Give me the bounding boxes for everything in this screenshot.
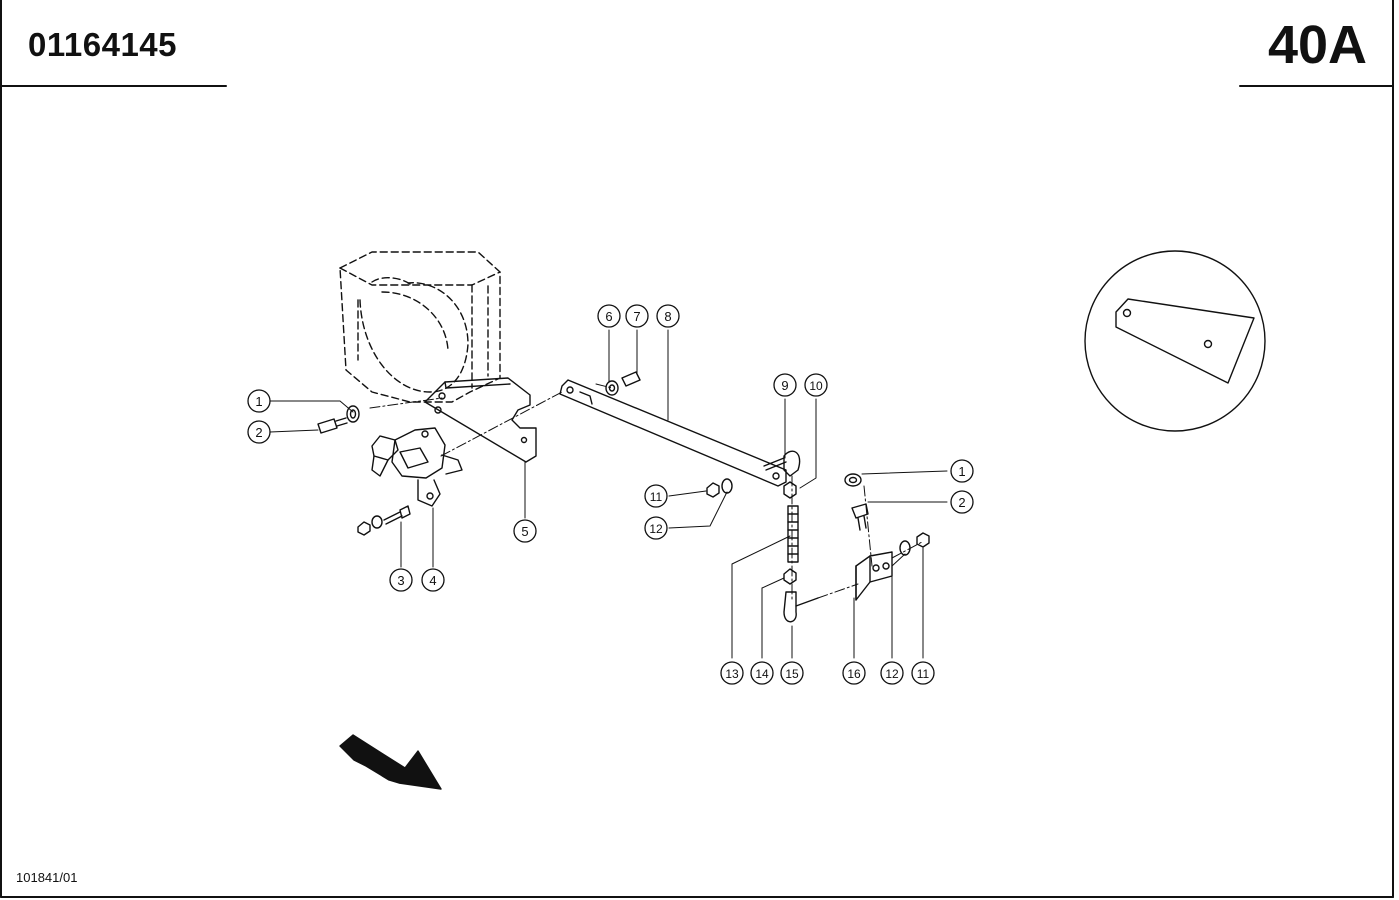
callout-2-right: 2 <box>950 490 974 514</box>
screw-nut-set-3 <box>357 505 411 536</box>
callout-2-left: 2 <box>247 420 271 444</box>
callout-9: 9 <box>773 373 797 397</box>
threaded-rod-13 <box>787 505 799 563</box>
inset-detail <box>1084 250 1266 432</box>
callout-1-left: 1 <box>247 389 271 413</box>
svg-text:4: 4 <box>429 573 436 588</box>
svg-text:16: 16 <box>847 667 861 681</box>
callout-10: 10 <box>804 373 828 397</box>
svg-text:9: 9 <box>781 378 788 393</box>
svg-text:3: 3 <box>397 573 404 588</box>
ball-joint-14-15 <box>783 568 819 623</box>
callout-14: 14 <box>750 661 774 685</box>
bracket-part-16 <box>855 551 893 601</box>
callout-5: 5 <box>513 519 537 543</box>
svg-text:12: 12 <box>649 522 663 536</box>
ball-joint-9-10 <box>763 450 801 499</box>
svg-text:1: 1 <box>255 394 262 409</box>
callout-12-mid: 12 <box>644 516 668 540</box>
callouts: 1 2 3 4 5 6 7 8 9 10 11 12 1 2 13 14 15 … <box>247 304 974 685</box>
callout-7: 7 <box>625 304 649 328</box>
nut-washer-mid <box>706 478 733 498</box>
callout-4: 4 <box>421 568 445 592</box>
callout-13: 13 <box>720 661 744 685</box>
svg-text:11: 11 <box>917 667 930 681</box>
callout-1-right: 1 <box>950 459 974 483</box>
bolt-washer-right <box>844 473 869 531</box>
svg-text:12: 12 <box>885 667 899 681</box>
sensor-part-4 <box>371 427 463 507</box>
washer-bolt-6-7 <box>605 371 641 396</box>
svg-text:10: 10 <box>809 379 823 393</box>
bolt-washer-left <box>317 405 360 434</box>
callout-11-mid: 11 <box>644 484 668 508</box>
svg-text:1: 1 <box>958 464 965 479</box>
assembly-centerlines <box>369 383 923 601</box>
leader-lines <box>269 329 948 659</box>
svg-text:2: 2 <box>255 425 262 440</box>
svg-text:6: 6 <box>605 309 612 324</box>
bracket-part-5 <box>424 377 537 463</box>
svg-text:7: 7 <box>633 309 640 324</box>
callout-15: 15 <box>780 661 804 685</box>
direction-arrow <box>339 734 442 790</box>
link-rod-part-8 <box>559 379 787 487</box>
svg-text:15: 15 <box>785 667 799 681</box>
group-number: 40A <box>1267 15 1367 75</box>
svg-text:11: 11 <box>650 490 663 504</box>
callout-11-right: 11 <box>911 661 935 685</box>
drawing-reference: 101841/01 <box>16 870 78 885</box>
svg-text:8: 8 <box>664 309 671 324</box>
svg-text:2: 2 <box>958 495 965 510</box>
svg-text:5: 5 <box>521 524 528 539</box>
callout-16: 16 <box>842 661 866 685</box>
svg-text:14: 14 <box>755 667 769 681</box>
callout-6: 6 <box>597 304 621 328</box>
callout-3: 3 <box>389 568 413 592</box>
callout-8: 8 <box>656 304 680 328</box>
part-number: 01164145 <box>28 26 178 63</box>
callout-12-right: 12 <box>880 661 904 685</box>
svg-text:13: 13 <box>725 667 739 681</box>
